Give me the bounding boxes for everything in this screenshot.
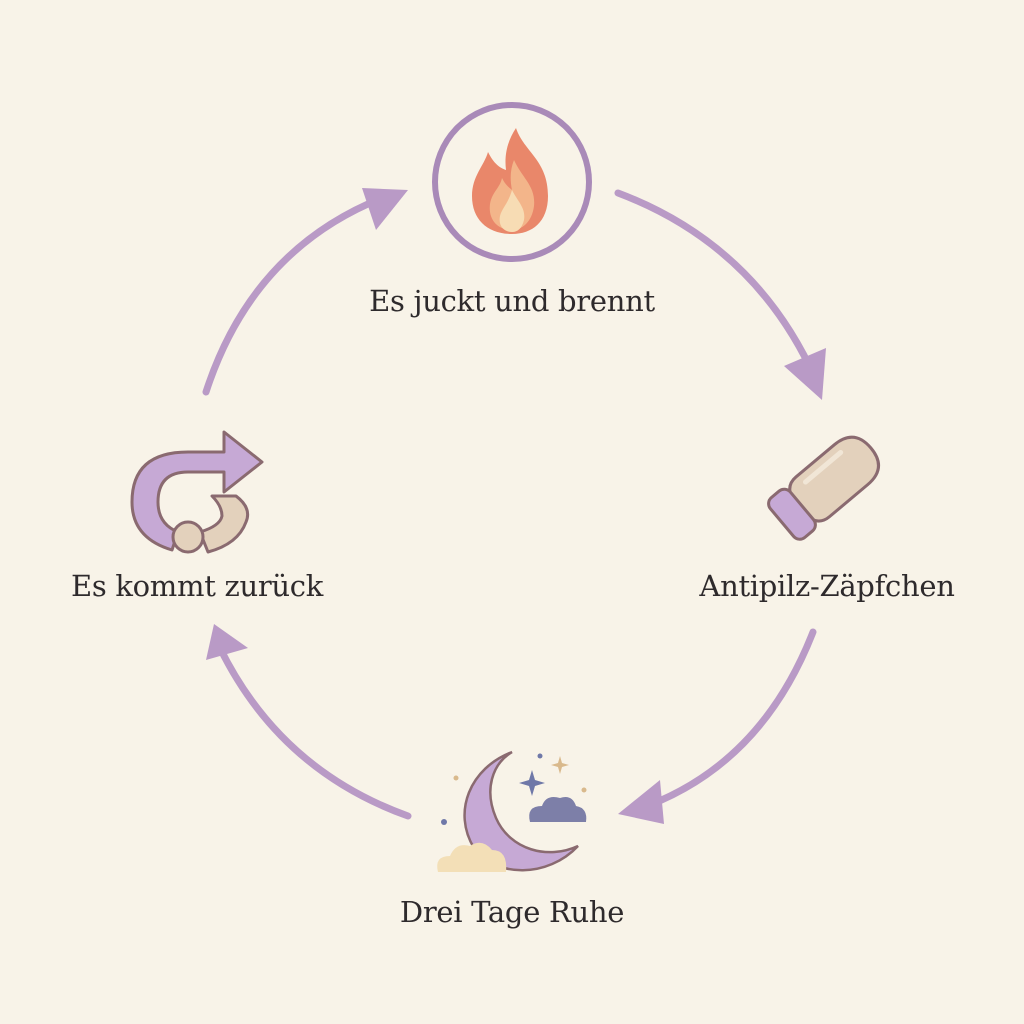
cycle-arrows bbox=[202, 188, 826, 824]
arrow-recurrence-to-itch bbox=[202, 194, 386, 396]
stage-label-rest: Drei Tage Ruhe bbox=[399, 895, 625, 929]
arrowhead-itch-to-treatment bbox=[784, 348, 826, 400]
arrowhead-recurrence-to-itch bbox=[362, 188, 408, 230]
return-arrow-icon bbox=[130, 430, 264, 554]
arrow-itch-to-treatment bbox=[614, 189, 820, 384]
flame-icon bbox=[432, 102, 592, 262]
stage-label-treatment: Antipilz-Zäpfchen bbox=[699, 569, 955, 603]
stage-label-itch: Es juckt und brennt bbox=[369, 284, 655, 318]
moon-cloud-icon bbox=[437, 750, 587, 872]
suppository-icon bbox=[767, 435, 880, 541]
stage-label-recurrence: Es kommt zurück bbox=[71, 569, 323, 603]
arrow-rest-to-recurrence bbox=[216, 644, 412, 820]
arrow-treatment-to-rest bbox=[632, 628, 817, 814]
arrowhead-recurrence bbox=[206, 624, 248, 660]
arrowhead-treatment-to-rest bbox=[618, 780, 664, 824]
